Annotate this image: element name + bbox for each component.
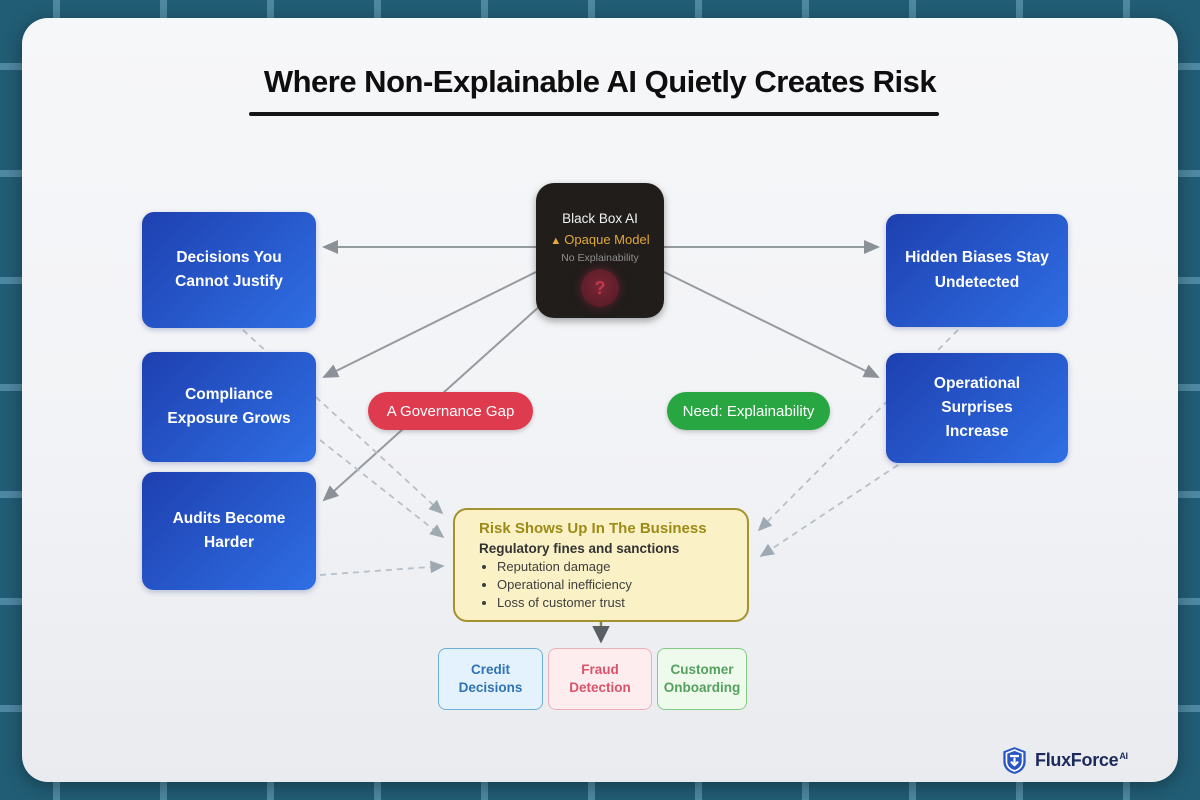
need-explainability-pill: Need: Explainability: [667, 392, 830, 430]
risk-bullet-list: Reputation damage Operational inefficien…: [479, 559, 733, 610]
node-decisions-cannot-justify: Decisions You Cannot Justify: [142, 212, 316, 328]
chip-label: Fraud Detection: [569, 661, 631, 695]
logo-wordmark: FluxForceAI: [1035, 750, 1128, 770]
risk-bullet: Operational inefficiency: [497, 577, 733, 592]
chip-fraud-detection: Fraud Detection: [548, 648, 652, 710]
node-audits-harder: Audits Become Harder: [142, 472, 316, 590]
chip-credit-decisions: Credit Decisions: [438, 648, 543, 710]
governance-gap-pill: A Governance Gap: [368, 392, 533, 430]
node-label: Operational Surprises Increase: [933, 374, 1021, 440]
black-box-title: Black Box AI: [562, 211, 638, 226]
node-label: Decisions You Cannot Justify: [175, 248, 283, 290]
warning-icon: ▲: [550, 235, 562, 247]
fluxforce-logo: FluxForceAI: [1001, 746, 1128, 775]
no-explainability-label: No Explainability: [561, 252, 639, 264]
logo-ai-suffix: AI: [1119, 751, 1128, 761]
question-mark-icon: ?: [581, 269, 619, 307]
node-hidden-biases: Hidden Biases Stay Undetected: [886, 214, 1068, 327]
node-label: Compliance Exposure Grows: [167, 385, 291, 427]
risk-bullet: Loss of customer trust: [497, 595, 733, 610]
chip-label: Credit Decisions: [458, 661, 523, 695]
shield-icon: [1003, 747, 1026, 774]
warning-label: Opaque Model: [564, 232, 650, 247]
page-title: Where Non-Explainable AI Quietly Creates…: [263, 64, 937, 99]
node-operational-surprises: Operational Surprises Increase: [886, 353, 1068, 463]
black-box-ai-node: Black Box AI ▲Opaque Model No Explainabi…: [536, 183, 664, 318]
chip-label: Customer Onboarding: [663, 661, 741, 695]
node-label: Audits Become Harder: [172, 509, 286, 551]
risk-box-title: Risk Shows Up In The Business: [479, 520, 707, 537]
risk-box-highlight: Regulatory fines and sanctions: [479, 541, 680, 556]
chip-customer-onboarding: Customer Onboarding: [657, 648, 747, 710]
title-underline: [249, 112, 939, 116]
node-label: Hidden Biases Stay Undetected: [905, 249, 1049, 291]
node-compliance-exposure: Compliance Exposure Grows: [142, 352, 316, 462]
risk-summary-box: Risk Shows Up In The Business Regulatory…: [453, 508, 749, 622]
risk-bullet: Reputation damage: [497, 559, 733, 574]
opaque-model-warning: ▲Opaque Model: [536, 232, 664, 247]
